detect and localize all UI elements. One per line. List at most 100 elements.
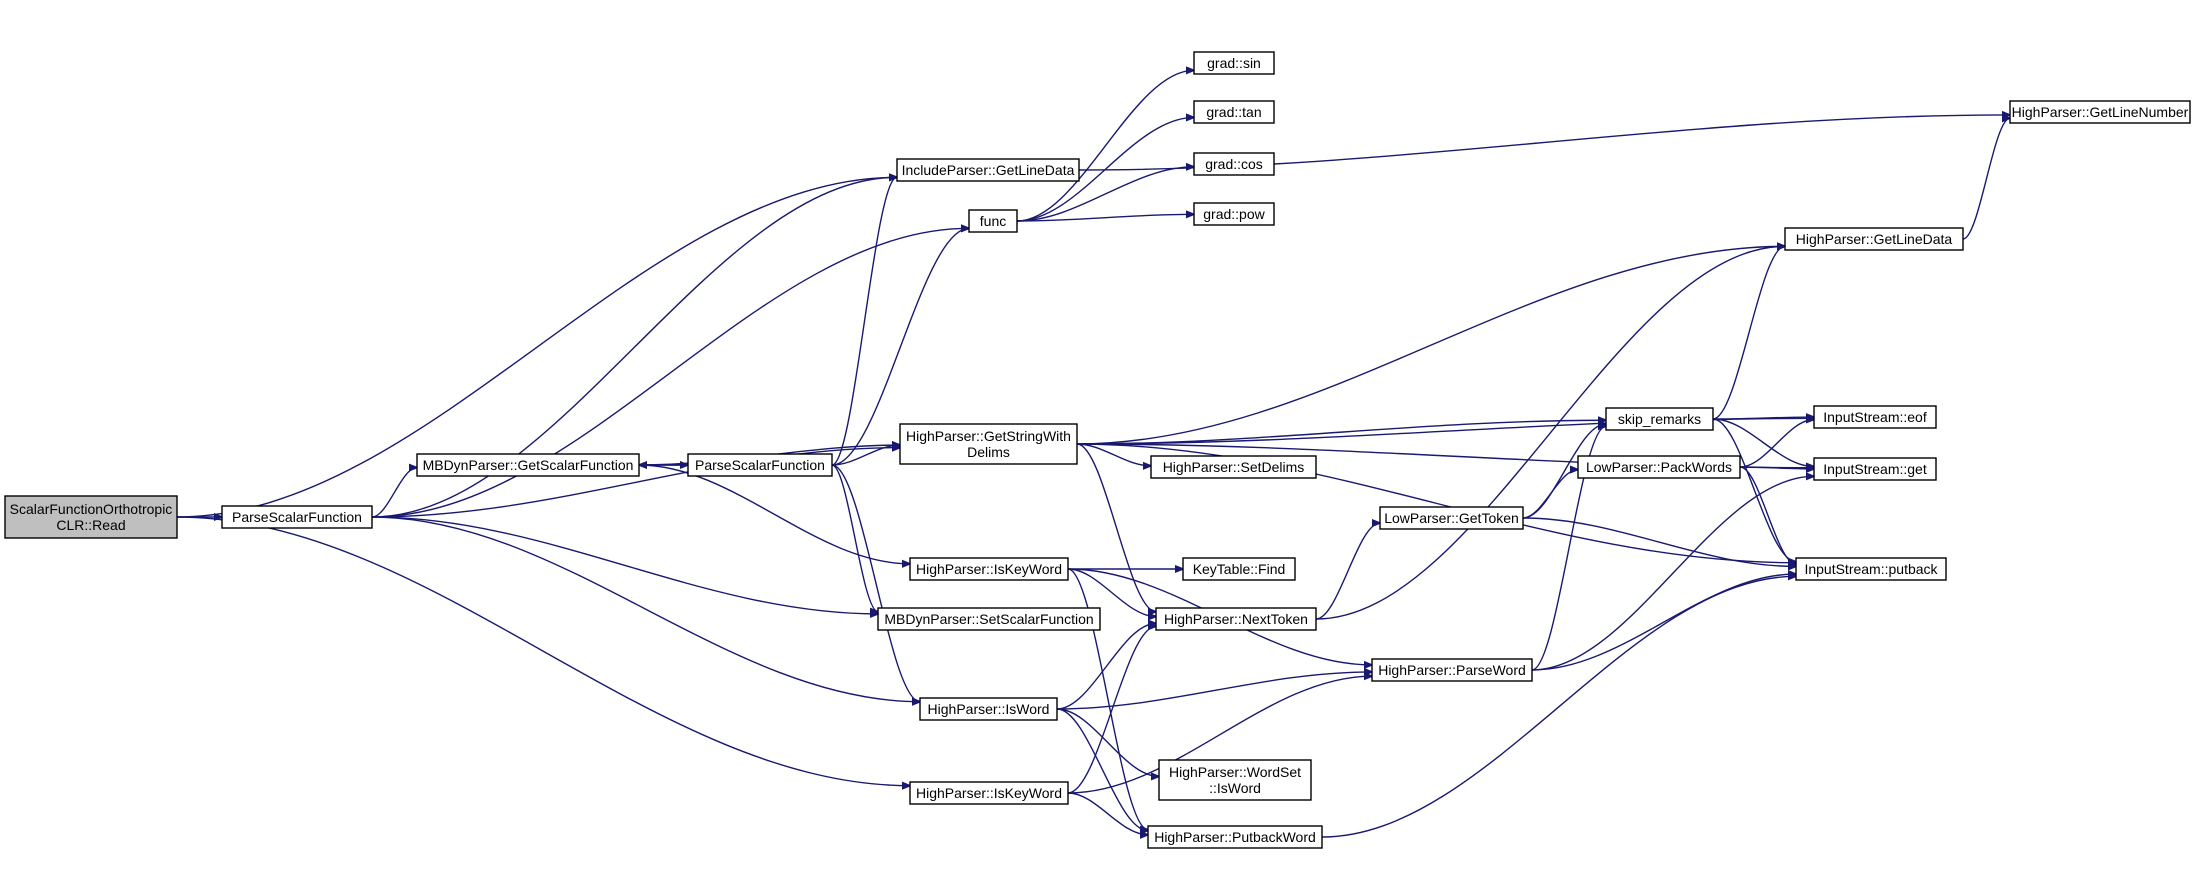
node-label: skip_remarks [1618,411,1701,427]
edge-psf-a-to-mbd-ssf [371,516,878,614]
node-label: ParseScalarFunction [232,509,362,525]
node-box [687,453,833,477]
node-label: IncludeParser::GetLineData [902,162,1075,178]
node-label: HighParser::GetLineData [1796,231,1953,247]
node-box [1155,607,1317,631]
edge-psf-a-to-ip-gld [371,177,897,518]
node-label: func [980,213,1006,229]
node-hp-ikw1[interactable]: HighParser::IsKeyWord [909,557,1069,581]
node-box [1605,407,1714,431]
node-label: HighParser::PutbackWord [1154,829,1316,845]
node-g-sin[interactable]: grad::sin [1193,51,1275,75]
node-hp-pw[interactable]: HighParser::ParseWord [1371,658,1533,682]
node-label: InputStream::eof [1823,409,1927,425]
edge-lp-gt-to-lp-pack [1522,470,1578,519]
edge-skip-to-is-eof [1712,417,1814,419]
node-hp-isw[interactable]: HighParser::IsWord [919,697,1058,721]
node-is-get[interactable]: InputStream::get [1813,457,1937,481]
edge-hp-gswd-to-skip [1076,420,1606,445]
node-box [909,557,1069,581]
node-box [1193,100,1275,124]
edge-psf-a-to-hp-gswd [371,448,900,518]
node-label: HighParser::WordSet [1169,764,1301,780]
edge-hp-ikw1-to-hp-pbw [1067,568,1148,830]
node-label: grad::pow [1203,206,1265,222]
node-box [896,158,1080,182]
node-label: MBDynParser::GetScalarFunction [423,457,634,473]
node-box [919,697,1058,721]
node-label: KeyTable::Find [1193,561,1286,577]
edge-hp-pw-to-is-get [1531,476,1814,671]
node-box [1150,455,1317,479]
node-is-putback[interactable]: InputStream::putback [1795,557,1947,581]
edge-lp-pack-to-is-eof [1739,420,1814,468]
node-label: grad::sin [1207,55,1261,71]
node-label: Delims [967,444,1010,460]
node-hp-gln[interactable]: HighParser::GetLineNumber [2009,100,2191,124]
node-skip[interactable]: skip_remarks [1605,407,1714,431]
node-label: HighParser::SetDelims [1163,459,1305,475]
node-box [909,781,1069,805]
node-box [1577,455,1741,479]
node-label: ParseScalarFunction [695,457,825,473]
node-label: InputStream::get [1823,461,1927,477]
edge-hp-ikw2-to-hp-pbw [1067,792,1148,835]
node-mbd-ssf[interactable]: MBDynParser::SetScalarFunction [877,607,1101,631]
node-hp-ikw2[interactable]: HighParser::IsKeyWord [909,781,1069,805]
node-hp-nt[interactable]: HighParser::NextToken [1155,607,1317,631]
node-box [1193,51,1275,75]
node-g-tan[interactable]: grad::tan [1193,100,1275,124]
node-box [1182,557,1296,581]
node-is-eof[interactable]: InputStream::eof [1813,405,1937,429]
edge-skip-to-is-get [1712,418,1814,467]
node-psf-a[interactable]: ParseScalarFunction [221,505,373,529]
node-label: HighParser::GetStringWith [906,428,1071,444]
edge-hp-isw-to-hp-pw [1056,672,1372,710]
edge-hp-pw-to-skip [1531,426,1606,671]
node-label: HighParser::IsKeyWord [916,785,1062,801]
node-box [1193,152,1275,176]
edge-skip-to-hp-gld [1712,246,1785,420]
edge-lp-pack-to-is-get [1739,467,1814,469]
node-box [1147,825,1323,849]
edge-psf-b-to-func [831,228,969,466]
node-psf-b[interactable]: ParseScalarFunction [687,453,833,477]
node-label: InputStream::putback [1804,561,1938,577]
edge-func-to-g-sin [1016,70,1194,222]
node-label: LowParser::PackWords [1586,459,1732,475]
node-lp-gt[interactable]: LowParser::GetToken [1379,506,1524,530]
node-kt-find[interactable]: KeyTable::Find [1182,557,1296,581]
node-lp-pack[interactable]: LowParser::PackWords [1577,455,1741,479]
node-ip-gld[interactable]: IncludeParser::GetLineData [896,158,1080,182]
edge-skip-to-is-putback [1712,418,1796,562]
node-label: LowParser::GetToken [1384,510,1519,526]
edge-hp-isw-to-hp-pbw [1056,708,1148,831]
node-g-cos[interactable]: grad::cos [1193,152,1275,176]
edge-func-to-g-pow [1016,214,1194,222]
node-label: HighParser::ParseWord [1378,662,1526,678]
edge-hp-pw-to-is-putback [1531,574,1796,671]
node-box [1379,506,1524,530]
node-box [1813,457,1937,481]
node-g-pow[interactable]: grad::pow [1193,202,1275,226]
edge-hp-gswd-to-hp-sd [1076,443,1151,466]
node-box [4,495,178,539]
node-func[interactable]: func [968,209,1018,233]
edge-hp-gswd-to-hp-gld [1076,246,1785,445]
node-hp-pbw[interactable]: HighParser::PutbackWord [1147,825,1323,849]
node-label: ::IsWord [1209,780,1261,796]
node-hp-sd[interactable]: HighParser::SetDelims [1150,455,1317,479]
node-box [877,607,1101,631]
node-hp-gld[interactable]: HighParser::GetLineData [1784,227,1964,251]
node-label: grad::cos [1205,156,1263,172]
node-mbd-gsf[interactable]: MBDynParser::GetScalarFunction [416,453,640,477]
edge-psf-a-to-func [371,228,969,518]
node-box [1784,227,1964,251]
node-box [899,423,1078,465]
node-box [1158,759,1312,801]
edge-hp-gld-to-hp-gln [1962,118,2010,240]
node-hp-wsiw[interactable]: HighParser::WordSet::IsWord [1158,759,1312,801]
